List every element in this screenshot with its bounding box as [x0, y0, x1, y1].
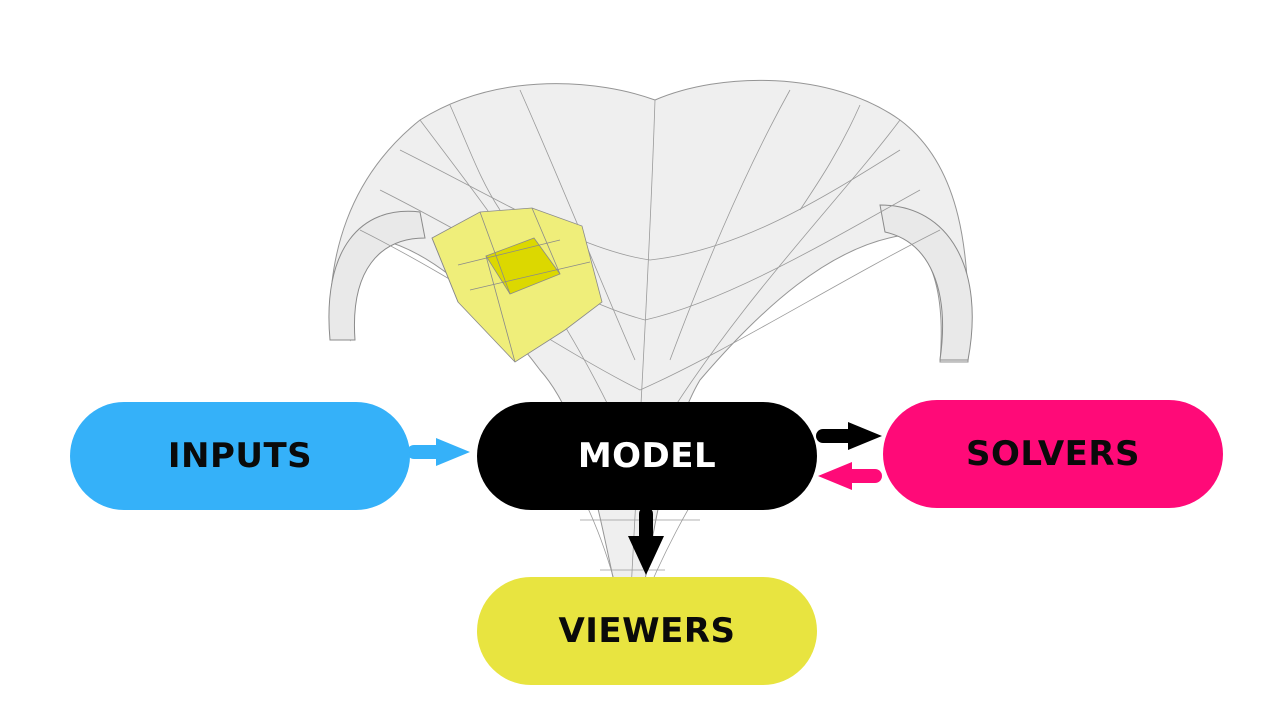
arrow-solvers-to-model	[818, 462, 882, 490]
model-label: MODEL	[577, 436, 717, 476]
viewers-label: VIEWERS	[558, 611, 736, 651]
left-arch	[328, 210, 426, 341]
arrow-inputs-to-model	[407, 438, 470, 466]
right-arch	[879, 204, 973, 361]
solvers-node: SOLVERS	[883, 400, 1223, 508]
solvers-label: SOLVERS	[965, 434, 1141, 474]
arrow-model-to-viewers	[628, 507, 664, 575]
inputs-node: INPUTS	[70, 402, 410, 510]
highlighted-blocks	[431, 207, 603, 363]
viewers-node: VIEWERS	[477, 577, 817, 685]
model-node: MODEL	[477, 402, 817, 510]
highlight-grid	[431, 207, 591, 363]
inputs-label: INPUTS	[167, 436, 313, 476]
arrow-model-to-solvers	[816, 422, 882, 450]
